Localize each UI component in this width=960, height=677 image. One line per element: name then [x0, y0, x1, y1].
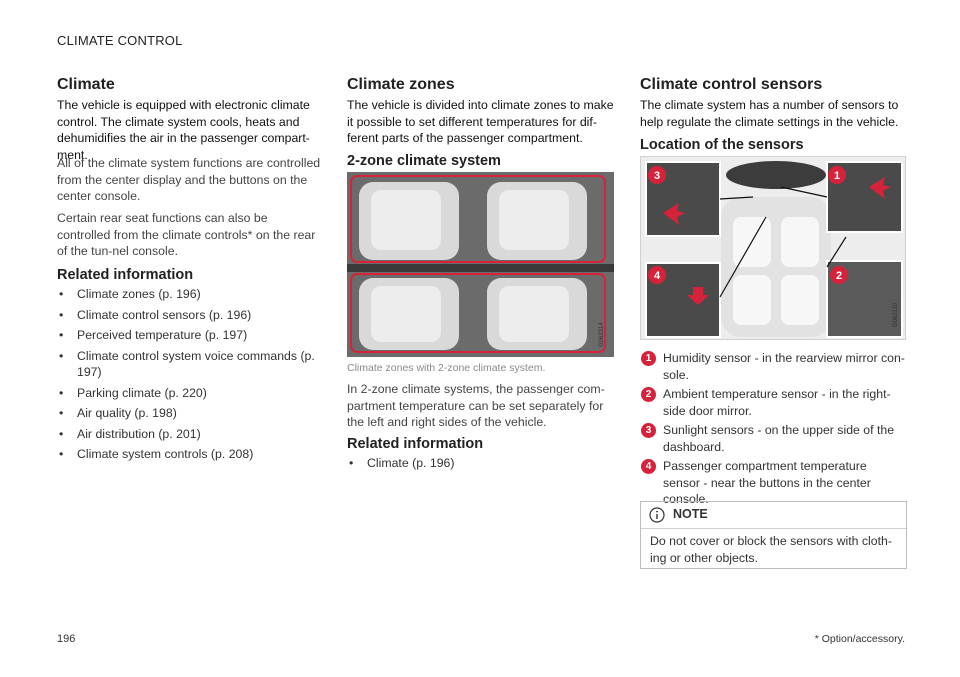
climate-paragraph-2: Certain rear seat functions can also be …: [57, 211, 316, 258]
two-zone-seats-image: G062314: [347, 172, 614, 357]
related-link[interactable]: •Climate zones (p. 196): [59, 287, 201, 301]
related-info-heading-2: Related information: [347, 436, 484, 452]
related-link[interactable]: •Perceived temperature (p. 197): [59, 328, 248, 342]
related-link[interactable]: •Climate control system voice commands (…: [59, 348, 315, 380]
note-divider: [641, 528, 906, 529]
related-info-heading: Related information: [57, 267, 194, 283]
two-zone-subheading: 2-zone climate system: [347, 153, 501, 169]
note-box: NOTE Do not cover or block the sensors w…: [640, 501, 907, 569]
sensor-locations-image: 3 1 4 2 G062110: [640, 156, 906, 340]
note-title: NOTE: [673, 507, 708, 521]
related-link[interactable]: •Parking climate (p. 220): [59, 385, 207, 400]
related-link[interactable]: •Air quality (p. 198): [59, 406, 177, 420]
callout-2: 2: [836, 270, 842, 282]
sensor-number: 4: [641, 459, 656, 474]
sensors-intro: The climate system has a number of senso…: [640, 98, 899, 129]
climate-zones-heading: Climate zones: [347, 76, 455, 93]
image-caption: Climate zones with 2-zone climate system…: [347, 362, 546, 374]
sensor-item: 3 Sunlight sensors - on the upper side o…: [641, 422, 906, 455]
climate-paragraph-1: All of the climate system functions are …: [57, 156, 321, 203]
related-link[interactable]: •Air distribution (p. 201): [59, 426, 201, 441]
climate-intro: The vehicle is equipped with electronic …: [57, 98, 310, 162]
climate-zones-intro: The vehicle is divided into climate zone…: [347, 98, 614, 145]
related-link[interactable]: •Climate control sensors (p. 196): [59, 307, 252, 322]
sensor-item: 1 Humidity sensor - in the rearview mirr…: [641, 350, 906, 383]
related-info-list: •Climate zones (p. 196) •Climate control…: [57, 286, 322, 467]
related-info-list-2: •Climate (p. 196): [347, 455, 615, 476]
callout-3: 3: [654, 170, 660, 182]
image-code: G062110: [893, 302, 899, 327]
sensor-number: 1: [641, 351, 656, 366]
sensor-number: 3: [641, 423, 656, 438]
footnote: * Option/accessory.: [814, 633, 905, 645]
sensor-item: 2 Ambient temperature sensor - in the ri…: [641, 386, 906, 419]
two-zone-paragraph: In 2-zone climate systems, the passenger…: [347, 382, 605, 429]
sensor-item: 4 Passenger compartment temperature sens…: [641, 458, 906, 508]
callout-4: 4: [654, 270, 661, 282]
related-link[interactable]: •Climate system controls (p. 208): [59, 447, 254, 461]
sensor-number: 2: [641, 387, 656, 402]
running-header: CLIMATE CONTROL: [57, 33, 183, 48]
note-text: Do not cover or block the sensors with c…: [650, 534, 892, 565]
info-icon: [649, 507, 665, 528]
related-link[interactable]: •Climate (p. 196): [349, 456, 455, 470]
image-code: G062314: [599, 322, 605, 347]
page-number: 196: [57, 633, 76, 645]
sensors-heading: Climate control sensors: [640, 76, 823, 93]
climate-heading: Climate: [57, 76, 115, 93]
sensor-location-subheading: Location of the sensors: [640, 137, 804, 153]
callout-1: 1: [834, 170, 840, 182]
